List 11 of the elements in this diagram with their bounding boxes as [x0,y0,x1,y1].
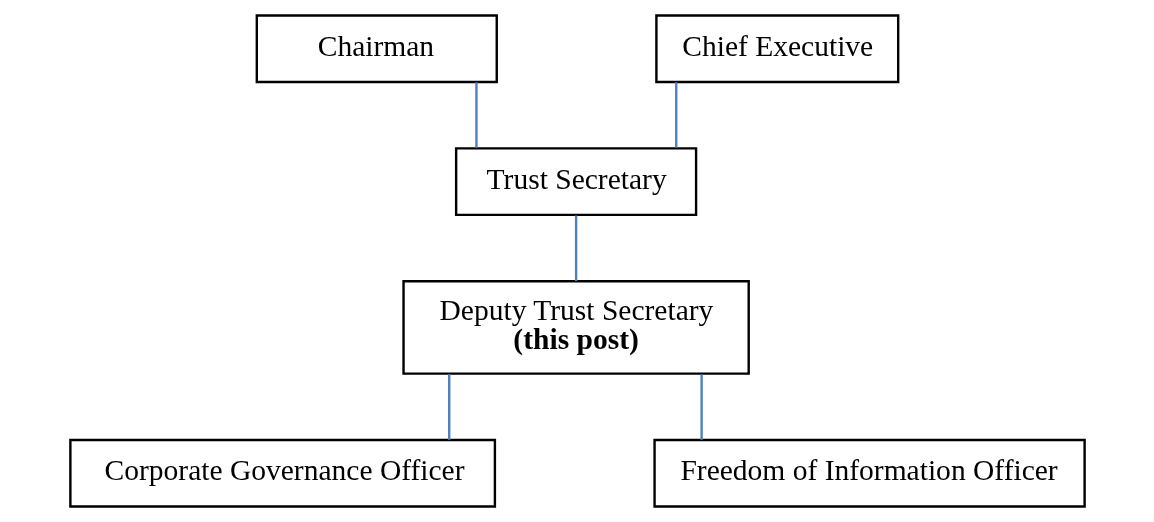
connector [674,82,677,148]
connector [447,374,450,440]
connector [574,215,577,282]
node-box: Trust Secretary [454,147,697,217]
node-box: Deputy Trust Secretary (this post) [401,280,750,375]
connector [699,374,703,440]
node-box: Freedom of Information Officer [652,438,1086,508]
node-box: Corporate Governance Officer [68,438,496,508]
node-box: Chairman [255,14,498,84]
node-box: Chief Executive [654,14,899,84]
connector [474,82,478,148]
